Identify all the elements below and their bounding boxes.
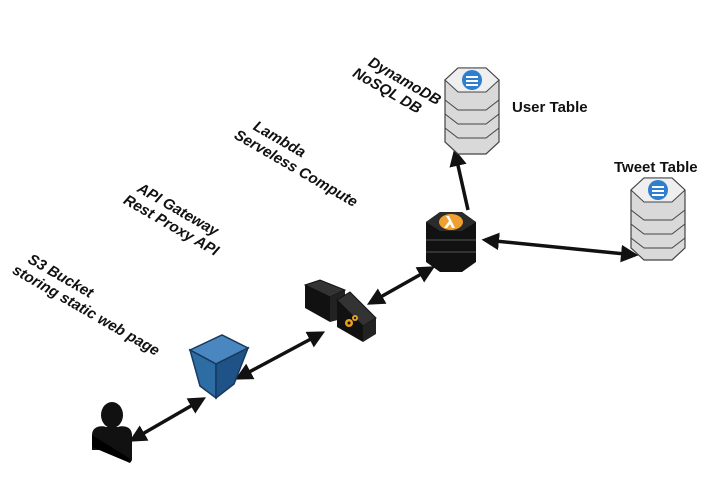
api-gateway-icon: [303, 279, 377, 342]
s3-bucket-icon: [188, 334, 250, 400]
connections: [128, 148, 639, 442]
tweet-table-dynamodb-icon: [630, 177, 686, 261]
user-table-label: User Table: [512, 99, 588, 116]
s3-label-line2: storing static web page: [10, 261, 163, 359]
user-table-dynamodb-icon: [444, 67, 500, 155]
arrow-apigw-lambda: [366, 266, 436, 305]
arrow-s3-apigw: [234, 331, 326, 380]
tweet-table-label: Tweet Table: [614, 159, 698, 176]
arrow-lambda-tweettable: [481, 232, 639, 263]
gears-icon: [345, 315, 358, 327]
user-icon: [92, 402, 132, 463]
lambda-icon: [426, 212, 476, 272]
arrow-lambda-usertable: [449, 148, 470, 211]
arrow-user-s3: [128, 397, 207, 442]
